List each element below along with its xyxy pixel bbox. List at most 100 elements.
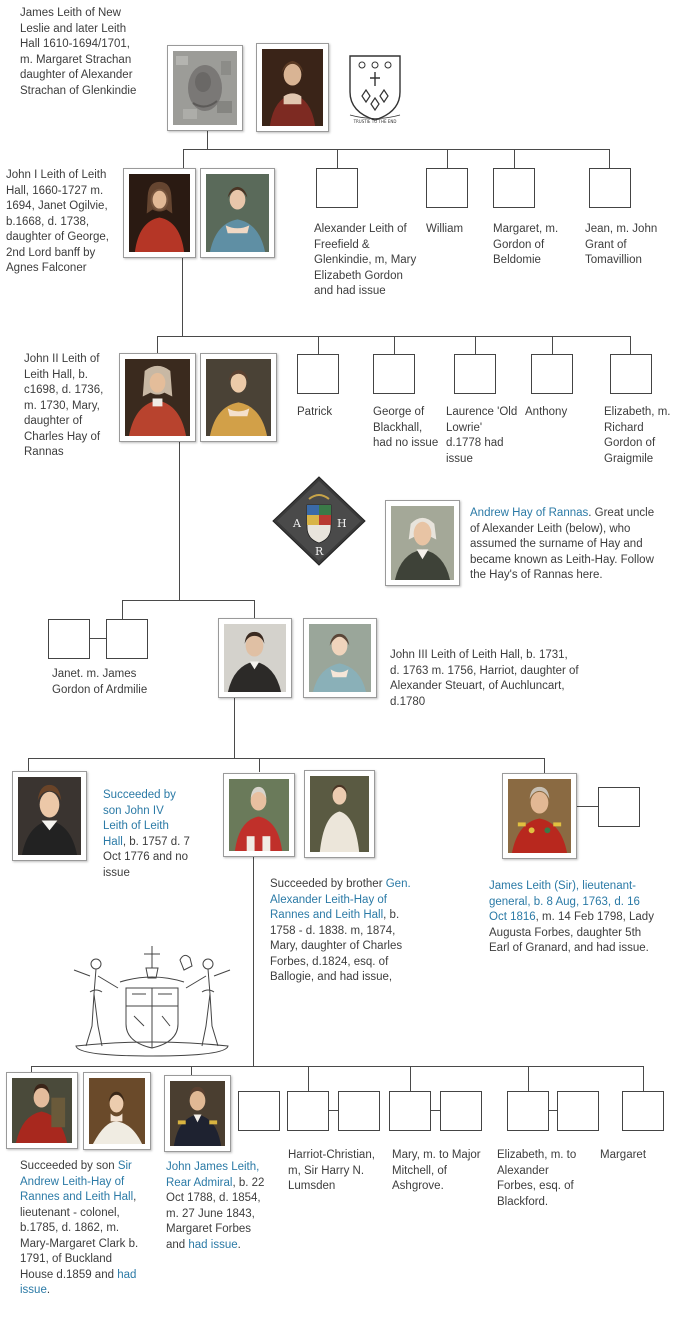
connector (157, 336, 158, 354)
person-mary-text: Mary, m. to Major Mitchell, of Ashgrove. (392, 1149, 481, 1192)
person-john-iv-text: Succeeded by son John IV Leith of Leith … (103, 789, 190, 879)
connector (514, 149, 515, 168)
connector (31, 1066, 644, 1067)
portrait-alexander-leith-hay[interactable] (223, 773, 295, 857)
portrait-sir-andrew-leith-hay[interactable] (6, 1072, 78, 1149)
connector (90, 638, 106, 639)
person-john-iii-text: John III Leith of Leith Hall, b. 1731, d… (390, 649, 579, 708)
portrait-mary-margaret-clark[interactable] (83, 1072, 151, 1150)
person-alexander-text: Alexander Leith of Freefield & Glenkindi… (314, 223, 417, 297)
empty-box-james-spouse (598, 787, 640, 827)
person-elizabeth-gen6-text: Elizabeth, m. to Alexander Forbes, esq. … (497, 1149, 577, 1208)
person-sir-andrew-text: Succeeded by son Sir Andrew Leith-Hay of… (20, 1160, 139, 1297)
connector (28, 758, 545, 759)
portrait-john-i-leith[interactable] (123, 168, 196, 258)
person-john-i-text: John I Leith of Leith Hall, 1660-1727 m.… (6, 169, 109, 274)
person-laurence-text: Laurence 'Old Lowrie' d.1778 had issue (446, 406, 518, 465)
empty-box-george (373, 354, 415, 394)
hatchment-letter-a: A (292, 517, 302, 530)
person-william-text: William (426, 223, 464, 235)
empty-box-alexander (316, 168, 358, 208)
connector (576, 806, 598, 807)
connector (394, 336, 395, 354)
connector (630, 336, 631, 354)
connector (544, 758, 545, 774)
empty-box-mary (389, 1091, 431, 1131)
connector (122, 600, 255, 601)
james-leith-sir-link[interactable]: James Leith (Sir), lieutenant-general, b… (489, 880, 640, 923)
person-james-leith-sir-text: James Leith (Sir), lieutenant-general, b… (489, 880, 654, 954)
portrait-andrew-hay[interactable] (385, 500, 460, 586)
person-janet-text: Janet. m. James Gordon of Ardmilie (52, 668, 148, 696)
person-margaret-gen6-text: Margaret (600, 1149, 647, 1161)
john-iv-link[interactable]: Succeeded by son John IV Leith of Leith … (103, 789, 176, 848)
person-alexander-leith-hay-text: Succeeded by brother Gen. Alexander Leit… (270, 878, 411, 983)
hatchment-icon: A H R (272, 476, 366, 566)
portrait-james-leith-stone[interactable] (167, 45, 243, 131)
andrew-hay-link[interactable]: Andrew Hay of Rannas (470, 507, 589, 519)
portrait-mary-forbes[interactable] (304, 770, 375, 858)
person-anthony-text: Anthony (525, 406, 568, 418)
empty-box-margaret-gen6 (622, 1091, 664, 1131)
crest-motto: TRUSTIE TO THE END (353, 119, 397, 124)
connector (254, 600, 255, 619)
empty-box-jean (589, 168, 631, 208)
empty-box-laurence (454, 354, 496, 394)
portrait-janet-ogilvie[interactable] (200, 168, 275, 258)
connector (643, 1066, 644, 1091)
person-margaret-text: Margaret, m. Gordon of Beldomie (493, 223, 559, 266)
person-george-text: George of Blackhall, had no issue (373, 406, 439, 449)
empty-box-elizabeth-spouse (557, 1091, 599, 1131)
john-james-leith-link[interactable]: John James Leith, Rear Admiral (166, 1161, 260, 1189)
connector (253, 856, 254, 1066)
sir-andrew-had-issue-link[interactable]: had issue (20, 1268, 137, 1297)
connector (552, 336, 553, 354)
empty-box-elizabeth-gen6 (507, 1091, 549, 1131)
connector (549, 1110, 557, 1111)
connector (410, 1066, 411, 1091)
person-harriot-text: Harriot-Christian, m, Sir Harry N. Lumsd… (288, 1149, 375, 1192)
connector (234, 697, 235, 758)
connector (609, 149, 610, 168)
john-james-had-issue-link[interactable]: had issue (188, 1238, 238, 1251)
connector (475, 336, 476, 354)
connector (337, 149, 338, 168)
connector (259, 758, 260, 772)
empty-box-janet (48, 619, 90, 659)
portrait-john-iii-leith[interactable] (218, 618, 292, 698)
connector (191, 1066, 192, 1076)
empty-box-elizabeth (610, 354, 652, 394)
portrait-john-iv-leith[interactable] (12, 771, 87, 861)
empty-box-margaret (493, 168, 535, 208)
connector (207, 130, 208, 149)
alexander-leith-hay-link[interactable]: Gen. Alexander Leith-Hay of Rannes and L… (270, 878, 411, 921)
person-elizabeth-text: Elizabeth, m. Richard Gordon of Graigmil… (604, 406, 671, 465)
portrait-john-james-leith[interactable] (164, 1075, 231, 1152)
empty-box-mary-spouse (440, 1091, 482, 1131)
portrait-margaret-strachan[interactable] (256, 43, 329, 132)
hatchment-letter-h: H (337, 517, 347, 530)
portrait-mary-hay[interactable] (200, 353, 277, 442)
empty-box-janet-spouse (106, 619, 148, 659)
connector (318, 336, 319, 354)
empty-box-william (426, 168, 468, 208)
person-james-leith-text: James Leith of New Leslie and later Leit… (20, 7, 137, 97)
connector (179, 442, 180, 600)
crest-icon: TRUSTIE TO THE END (349, 55, 401, 124)
portrait-james-leith-sir[interactable] (502, 773, 577, 859)
hatchment-letter-r: R (315, 545, 324, 558)
empty-box-anthony (531, 354, 573, 394)
connector (431, 1110, 440, 1111)
person-patrick-text: Patrick (297, 406, 333, 418)
empty-box-harriot-spouse (338, 1091, 380, 1131)
connector (182, 258, 183, 336)
connector (183, 149, 184, 169)
portrait-john-ii-leith[interactable] (119, 353, 196, 442)
person-jean-text: Jean, m. John Grant of Tomavillion (585, 223, 658, 266)
person-john-james-text: John James Leith, Rear Admiral, b. 22 Oc… (166, 1161, 265, 1251)
sir-andrew-leith-hay-link[interactable]: Sir Andrew Leith-Hay of Rannes and Leith… (20, 1160, 134, 1203)
portrait-harriot-steuart[interactable] (303, 618, 377, 698)
connector (447, 149, 448, 168)
coat-of-arms-icon (73, 946, 231, 1057)
